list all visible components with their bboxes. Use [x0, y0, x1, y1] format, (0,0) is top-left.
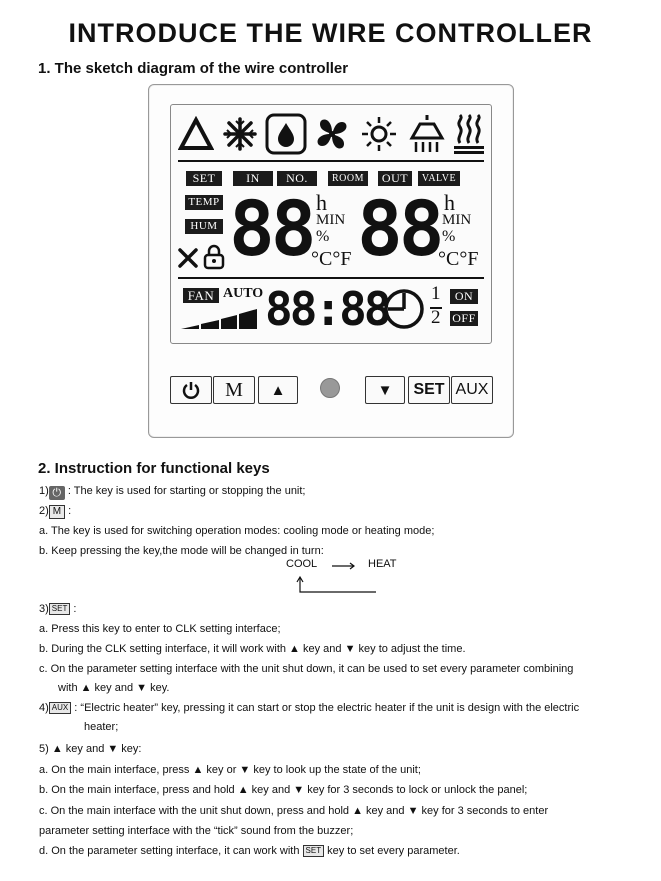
- lcd-min-right: MIN: [442, 212, 472, 228]
- set-key-icon: SET: [302, 845, 325, 857]
- lcd-label-temp: TEMP: [185, 195, 223, 210]
- lcd-half-bar: [430, 307, 442, 309]
- instruction-set-c: c. On the parameter setting interface wi…: [39, 663, 574, 675]
- page-title: INTRODUCE THE WIRE CONTROLLER: [68, 18, 593, 48]
- lcd-clock-digits: 88:88: [265, 282, 391, 336]
- fan-icon: [317, 119, 347, 149]
- instruction-number: 3): [39, 603, 49, 615]
- lcd-half-numerator: 1: [431, 283, 441, 304]
- lcd-label-out: OUT: [378, 171, 412, 186]
- lcd-h-right: h: [444, 190, 455, 215]
- lcd-pct-left: %: [316, 228, 330, 245]
- tools-wrench-icon: [178, 248, 198, 268]
- mode-button-label: M: [225, 378, 243, 401]
- aux-button[interactable]: AUX: [451, 376, 493, 404]
- down-button[interactable]: ▼: [365, 376, 405, 404]
- floor-heating-icon: [454, 113, 484, 154]
- snowflake-icon: [223, 117, 257, 151]
- lcd-auto: AUTO: [223, 286, 264, 301]
- auto-triangle-icon: [178, 116, 214, 150]
- lcd-big-digits-right: 88: [357, 184, 444, 273]
- lcd-divider-bottom: [178, 277, 484, 279]
- mode-cycle-arrows-icon: [296, 562, 376, 593]
- mode-key-icon: M: [48, 505, 66, 519]
- section2-heading: 2. Instruction for functional keys: [38, 460, 270, 477]
- power-key-icon: ⏻: [48, 486, 65, 500]
- instruction-text: :: [65, 505, 72, 517]
- instruction-set-c-cont: with ▲ key and ▼ key.: [58, 682, 170, 694]
- mode-cycle-heat: HEAT: [368, 558, 397, 570]
- lcd-label-on: ON: [450, 289, 478, 304]
- instruction-number: 1): [39, 485, 49, 497]
- instruction-arrows-heading: 5) ▲ key and ▼ key:: [39, 743, 142, 755]
- dehumidify-drop-icon: [265, 113, 307, 155]
- instruction-aux-cont: heater;: [84, 721, 119, 733]
- instruction-mode-b: b. Keep pressing the key,the mode will b…: [39, 545, 324, 557]
- power-button[interactable]: [170, 376, 212, 404]
- lcd-label-room: ROOM: [328, 171, 368, 186]
- indicator-led: [320, 378, 340, 398]
- instruction-power: 1)⏻ : The key is used for starting or st…: [39, 484, 306, 500]
- power-icon: [182, 382, 200, 399]
- lcd-label-hum: HUM: [185, 219, 223, 234]
- shower-hot-water-icon: [409, 115, 445, 152]
- lcd-min-left: MIN: [316, 212, 346, 228]
- lcd-label-off: OFF: [450, 311, 478, 326]
- instruction-text: : The key is used for starting or stoppi…: [64, 485, 306, 497]
- instruction-text: :: [70, 603, 77, 615]
- up-button[interactable]: ▲: [258, 376, 298, 404]
- instruction-aux: 4)AUX : “Electric heater” key, pressing …: [39, 701, 579, 715]
- aux-key-icon: AUX: [48, 702, 72, 714]
- timer-clock-icon: [384, 289, 424, 329]
- instruction-mode-heading: 2)M :: [39, 504, 71, 519]
- instruction-arrows-c: c. On the main interface with the unit s…: [39, 805, 549, 817]
- section1-heading: 1. The sketch diagram of the wire contro…: [38, 60, 349, 77]
- instruction-number: 4): [39, 702, 49, 714]
- instruction-arrows-d: d. On the parameter setting interface, i…: [39, 844, 460, 858]
- down-arrow-icon: ▼: [377, 381, 393, 399]
- instruction-text: d. On the parameter setting interface, i…: [39, 845, 303, 857]
- instruction-set-b: b. During the CLK setting interface, it …: [39, 643, 466, 655]
- set-button-label: SET: [413, 381, 445, 398]
- instruction-text: : “Electric heater” key, pressing it can…: [71, 702, 580, 714]
- mode-button[interactable]: M: [213, 376, 255, 404]
- instruction-number: 2): [39, 505, 49, 517]
- instruction-set-a: a. Press this key to enter to CLK settin…: [39, 623, 281, 635]
- lcd-half-denominator: 2: [431, 307, 441, 328]
- instruction-arrows-a: a. On the main interface, press ▲ key or…: [39, 764, 421, 776]
- lcd-units-right: °C°F: [438, 248, 479, 270]
- lcd-label-no: NO.: [277, 171, 317, 186]
- instruction-arrows-b: b. On the main interface, press and hold…: [39, 784, 528, 796]
- instruction-text: key to set every parameter.: [324, 845, 460, 857]
- lcd-big-digits-left: 88: [229, 184, 316, 273]
- instruction-mode-a: a. The key is used for switching operati…: [39, 525, 435, 537]
- mode-cycle-cool: COOL: [286, 558, 318, 570]
- lcd-pct-right: %: [442, 228, 456, 245]
- instruction-arrows-c-cont: parameter setting interface with the “ti…: [39, 825, 354, 837]
- lcd-divider-top: [178, 160, 484, 162]
- lcd-h-left: h: [316, 190, 327, 215]
- aux-button-label: AUX: [455, 381, 489, 398]
- lcd-screen: [170, 104, 492, 344]
- lcd-label-in: IN: [233, 171, 273, 186]
- sun-heat-icon: [362, 117, 396, 151]
- lock-icon: [203, 244, 225, 270]
- fan-speed-bars-icon: [181, 309, 257, 329]
- set-button[interactable]: SET: [408, 376, 450, 404]
- lcd-label-set: SET: [186, 171, 222, 186]
- lcd-label-fan: FAN: [183, 288, 219, 303]
- instruction-set-heading: 3)SET :: [39, 602, 76, 616]
- up-arrow-icon: ▲: [270, 381, 286, 399]
- lcd-units-left: °C°F: [311, 248, 352, 270]
- set-key-icon: SET: [48, 603, 71, 615]
- lcd-label-valve: VALVE: [418, 171, 460, 186]
